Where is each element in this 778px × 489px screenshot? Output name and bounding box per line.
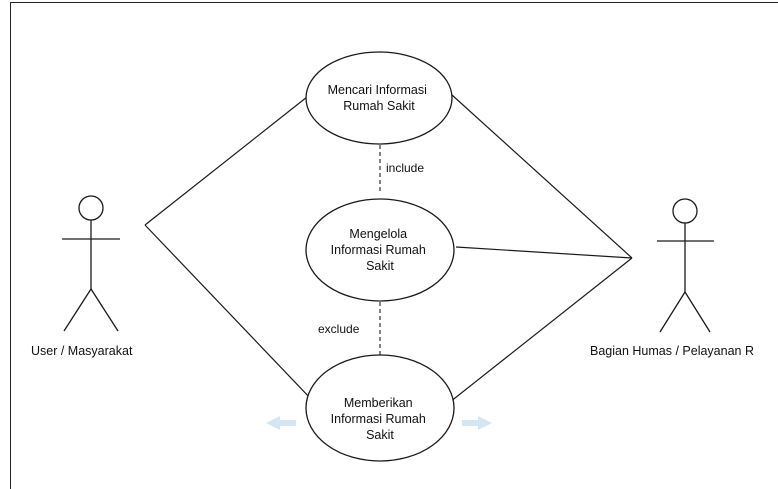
relation-exclude-label: exclude [318, 322, 360, 336]
resize-hint-arrows [266, 416, 492, 430]
associations [144, 94, 633, 403]
actor-user-label: User / Masyarakat [31, 344, 133, 358]
actor-humas-leg-right [684, 291, 711, 333]
diagram-frame [10, 2, 778, 489]
assoc-user-uc1 [144, 96, 308, 226]
use-cases [305, 51, 455, 462]
actor-humas-label: Bagian Humas / Pelayanan R [590, 344, 754, 358]
use-case-uc2[interactable] [305, 198, 455, 302]
use-case-uc1-label: Mencari Informasi Rumah Sakit [328, 83, 431, 113]
assoc-humas-uc3 [449, 257, 633, 403]
arrow-left-icon [266, 416, 296, 430]
assoc-humas-uc1 [451, 94, 633, 259]
arrow-right-icon [462, 416, 492, 430]
assoc-user-uc3 [144, 224, 313, 401]
actor-user-leg-right [90, 288, 119, 332]
relation-include-label: include [386, 161, 424, 175]
assoc-humas-uc2 [455, 246, 633, 259]
actor-user-leg-left [63, 288, 92, 332]
use-case-uc3-label: Memberikan Informasi Rumah Sakit [331, 396, 430, 442]
use-case-uc2-label: Mengelola Informasi Rumah Sakit [331, 227, 430, 273]
actor-humas-leg-left [659, 291, 686, 333]
actor-humas-head [672, 198, 698, 224]
actor-humas[interactable] [657, 198, 714, 333]
actor-user[interactable] [62, 195, 120, 332]
use-case-uc1[interactable] [305, 51, 453, 145]
actor-user-head [78, 195, 104, 221]
use-case-uc3[interactable] [305, 354, 455, 462]
